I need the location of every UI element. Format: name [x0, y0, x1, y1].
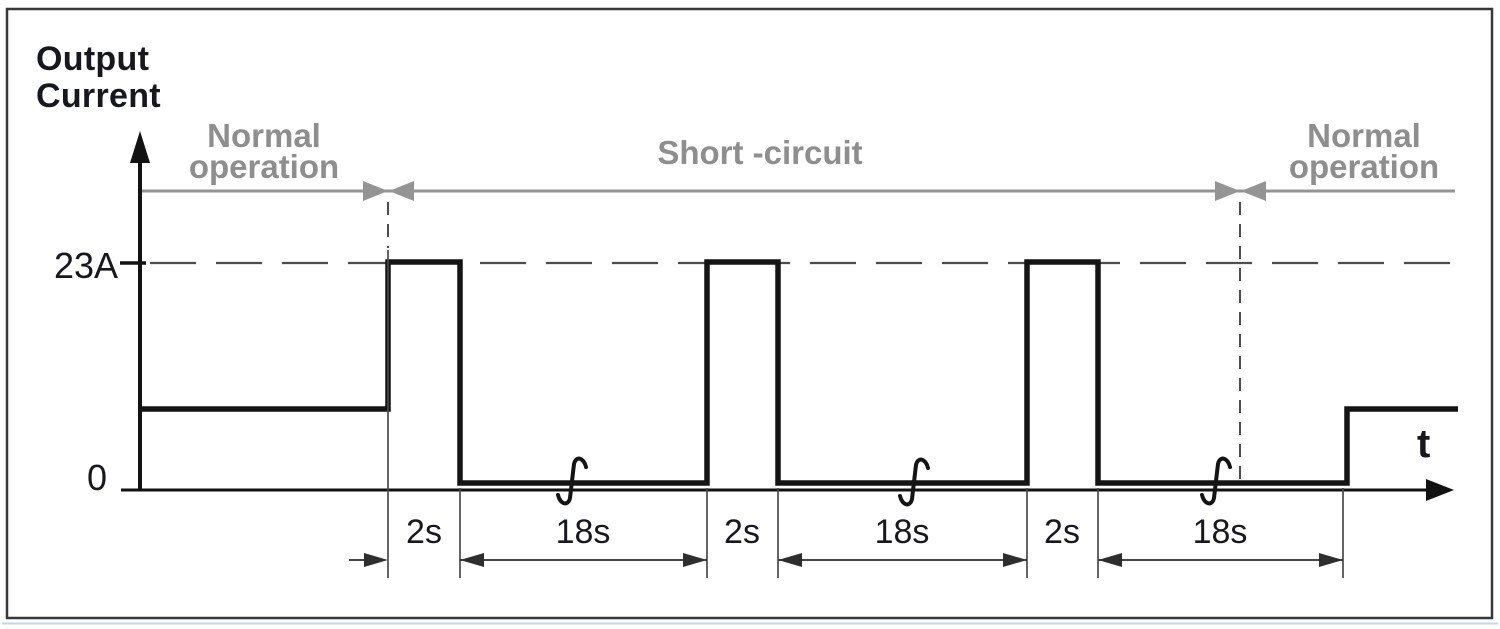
phase-span-arrows [140, 181, 1455, 201]
x-axis-label-t: t [1417, 422, 1431, 466]
y-tick-label-23a: 23A [53, 245, 118, 286]
duration-label-18s: 18s [555, 513, 611, 551]
output-current-waveform [140, 259, 1458, 486]
x-axis-arrow-icon [1426, 479, 1454, 501]
duration-label-2s: 2s [406, 513, 442, 551]
phase-label-normal-right: Normal operation [1288, 117, 1440, 185]
dim-arrow-right-icon [1003, 553, 1027, 567]
diagram-frame [5, 7, 1494, 620]
dimension-extension-lines [387, 250, 1344, 578]
arrow-left-icon [1241, 181, 1266, 201]
duration-label-18s: 18s [874, 513, 930, 551]
dim-arrow-left-icon [778, 553, 802, 567]
arrow-right-icon [1215, 181, 1240, 201]
dim-arrow-right-icon [1319, 553, 1343, 567]
y-axis [120, 131, 150, 490]
y-tick-label-0: 0 [86, 457, 108, 498]
axis-break-marks [556, 456, 1232, 507]
duration-label-2s: 2s [1044, 513, 1080, 551]
axis-break-icon [1200, 456, 1232, 506]
dim-arrow-left-icon [460, 553, 484, 567]
axis-break-icon [556, 456, 588, 506]
axis-break-icon [898, 457, 930, 507]
arrow-right-icon [363, 181, 388, 201]
arrow-left-icon [389, 181, 414, 201]
dim-arrow-left-icon [1098, 553, 1122, 567]
duration-label-18s: 18s [1192, 513, 1248, 551]
y-axis-arrow-icon [130, 131, 150, 163]
phase-label-normal-left: Normal operation [188, 117, 340, 185]
duration-dimension-lines [349, 553, 1343, 567]
y-axis-title: Output Current [36, 40, 161, 115]
phase-label-short-circuit: Short -circuit [657, 134, 863, 171]
dim-arrow-right-icon [683, 553, 707, 567]
dim-arrow-right-icon [364, 553, 388, 567]
duration-label-2s: 2s [724, 513, 760, 551]
